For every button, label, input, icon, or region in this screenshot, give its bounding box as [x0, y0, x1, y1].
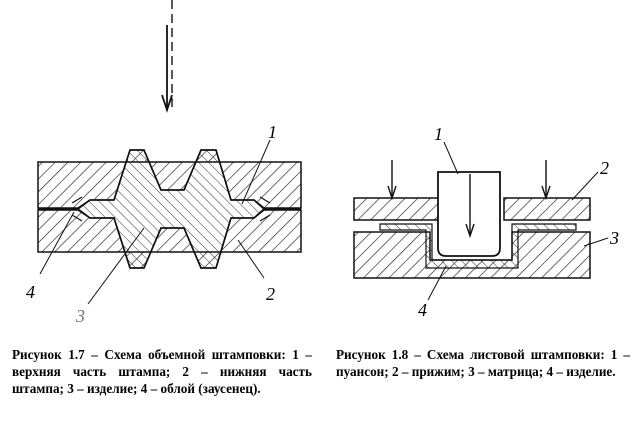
label-1: 1 — [434, 124, 443, 144]
label-4: 4 — [26, 282, 35, 302]
label-3: 3 — [609, 228, 619, 248]
label-4: 4 — [418, 300, 427, 320]
punch — [437, 171, 501, 257]
label-2: 2 — [266, 284, 275, 304]
label-2: 2 — [600, 158, 609, 178]
blank-holder-right — [503, 197, 591, 221]
caption-figure-1-8: Рисунок 1.8 – Схема листовой штамповки: … — [336, 347, 630, 379]
blank-holder-left — [353, 197, 441, 221]
caption-figure-1-7: Рисунок 1.7 – Схема объемной штамповки: … — [12, 347, 312, 396]
sheet-stamping-diagram: 1 2 3 4 — [353, 124, 619, 320]
product — [379, 223, 577, 269]
label-1: 1 — [268, 122, 277, 142]
forging-diagram: 1 2 3 4 — [26, 0, 302, 326]
label-3: 3 — [75, 306, 85, 326]
